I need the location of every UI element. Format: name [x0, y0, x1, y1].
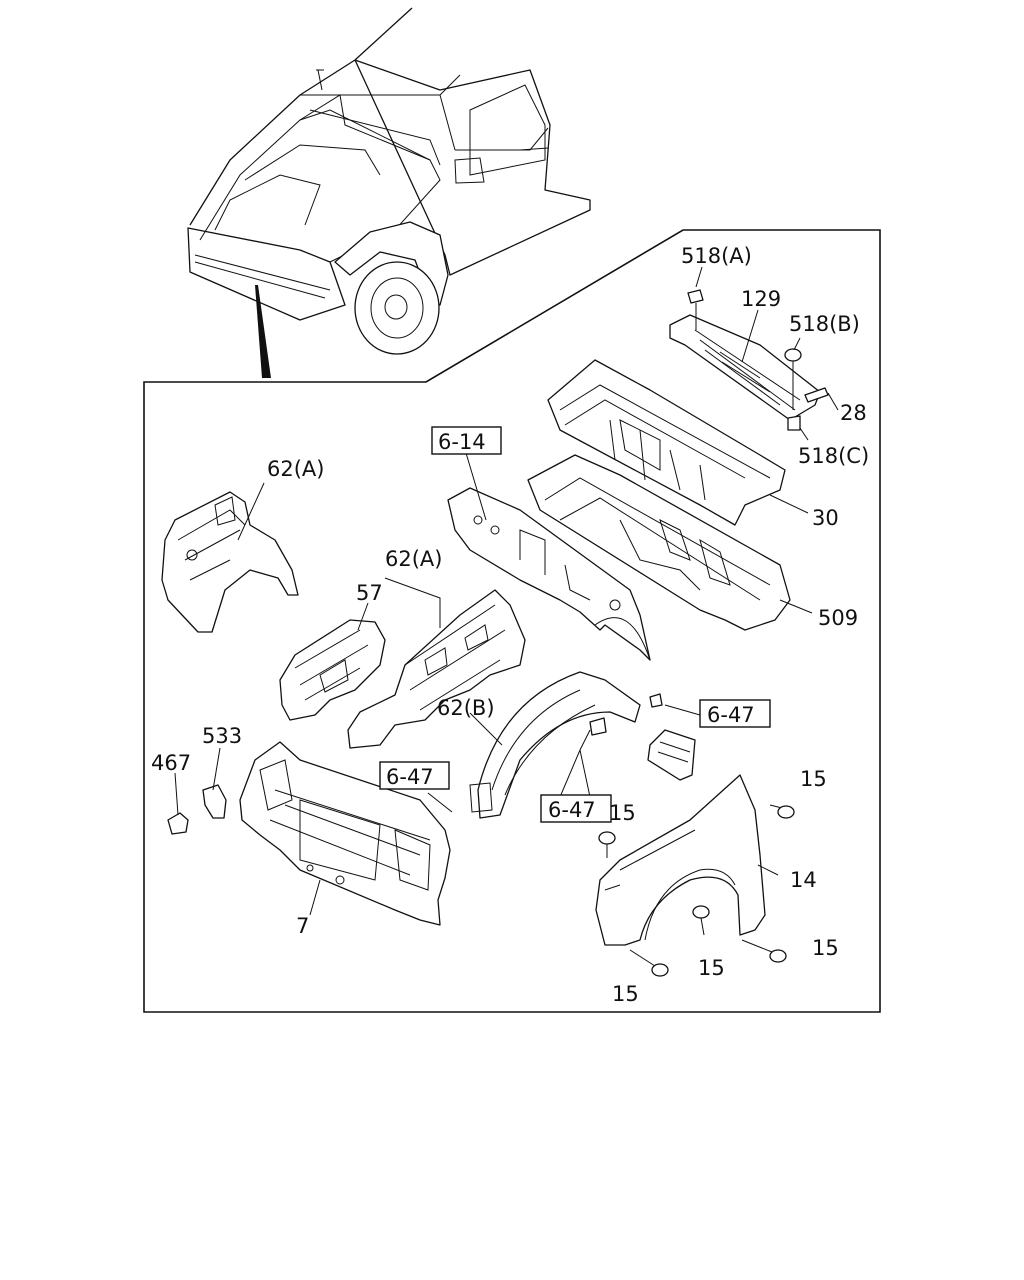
part-129-cowl-top — [669, 314, 821, 421]
label-15-upper: 15 — [609, 801, 636, 825]
part-533-bracket — [202, 784, 227, 819]
label-518c: 518(C) — [798, 444, 869, 468]
label-15-bottom-right: 15 — [812, 936, 839, 960]
label-62b: 62(B) — [437, 696, 495, 720]
label-57: 57 — [356, 581, 383, 605]
part-28-seal — [804, 387, 829, 403]
part-6-14-dash-panel — [447, 487, 651, 661]
bolt-15-middle — [692, 905, 710, 936]
ref-box-6-47-bottom — [540, 794, 612, 823]
label-533: 533 — [202, 724, 242, 748]
part-30-dash-upper — [547, 359, 786, 526]
bolt-15-bottom-right — [741, 939, 787, 963]
label-15-top-right: 15 — [800, 767, 827, 791]
clip-518a — [687, 289, 704, 330]
part-62b-liner — [469, 671, 641, 819]
part-57-bracket — [279, 619, 386, 721]
label-6-47-left: 6-47 — [386, 765, 434, 789]
leader-lines — [174, 266, 839, 916]
label-6-47-bottom: 6-47 — [548, 798, 596, 822]
part-467-nut — [167, 812, 189, 835]
vehicle-overview — [187, 7, 591, 378]
label-7: 7 — [296, 914, 309, 938]
clip-518c — [787, 415, 801, 431]
label-30: 30 — [812, 506, 839, 530]
label-518b: 518(B) — [789, 312, 860, 336]
label-6-14: 6-14 — [438, 430, 486, 454]
part-62a-upper — [161, 491, 299, 633]
label-6-47-right: 6-47 — [707, 703, 755, 727]
label-518a: 518(A) — [681, 244, 752, 268]
label-15-middle: 15 — [698, 956, 725, 980]
label-15-bottom-left: 15 — [612, 982, 639, 1006]
detail-frame — [143, 229, 881, 1013]
bolt-15-top-right — [769, 804, 795, 819]
bolt-15-upper — [598, 831, 616, 858]
label-129: 129 — [741, 287, 781, 311]
label-62a-upper: 62(A) — [267, 457, 324, 481]
part-mud-flap — [589, 693, 696, 781]
part-14-fender — [595, 774, 766, 946]
part-62a-rail — [347, 589, 526, 749]
label-28: 28 — [840, 401, 867, 425]
part-509-dash-lower — [527, 454, 791, 631]
label-62a-rail: 62(A) — [385, 547, 442, 571]
label-14: 14 — [790, 868, 817, 892]
clip-518b — [784, 348, 802, 410]
ref-box-6-47-left — [379, 761, 450, 790]
part-7-radiator-support — [239, 741, 451, 926]
ref-box-6-47-right — [699, 699, 771, 728]
label-509: 509 — [818, 606, 858, 630]
bolt-15-bottom-left — [629, 949, 669, 977]
ref-box-6-14 — [431, 426, 502, 455]
label-467: 467 — [151, 751, 191, 775]
